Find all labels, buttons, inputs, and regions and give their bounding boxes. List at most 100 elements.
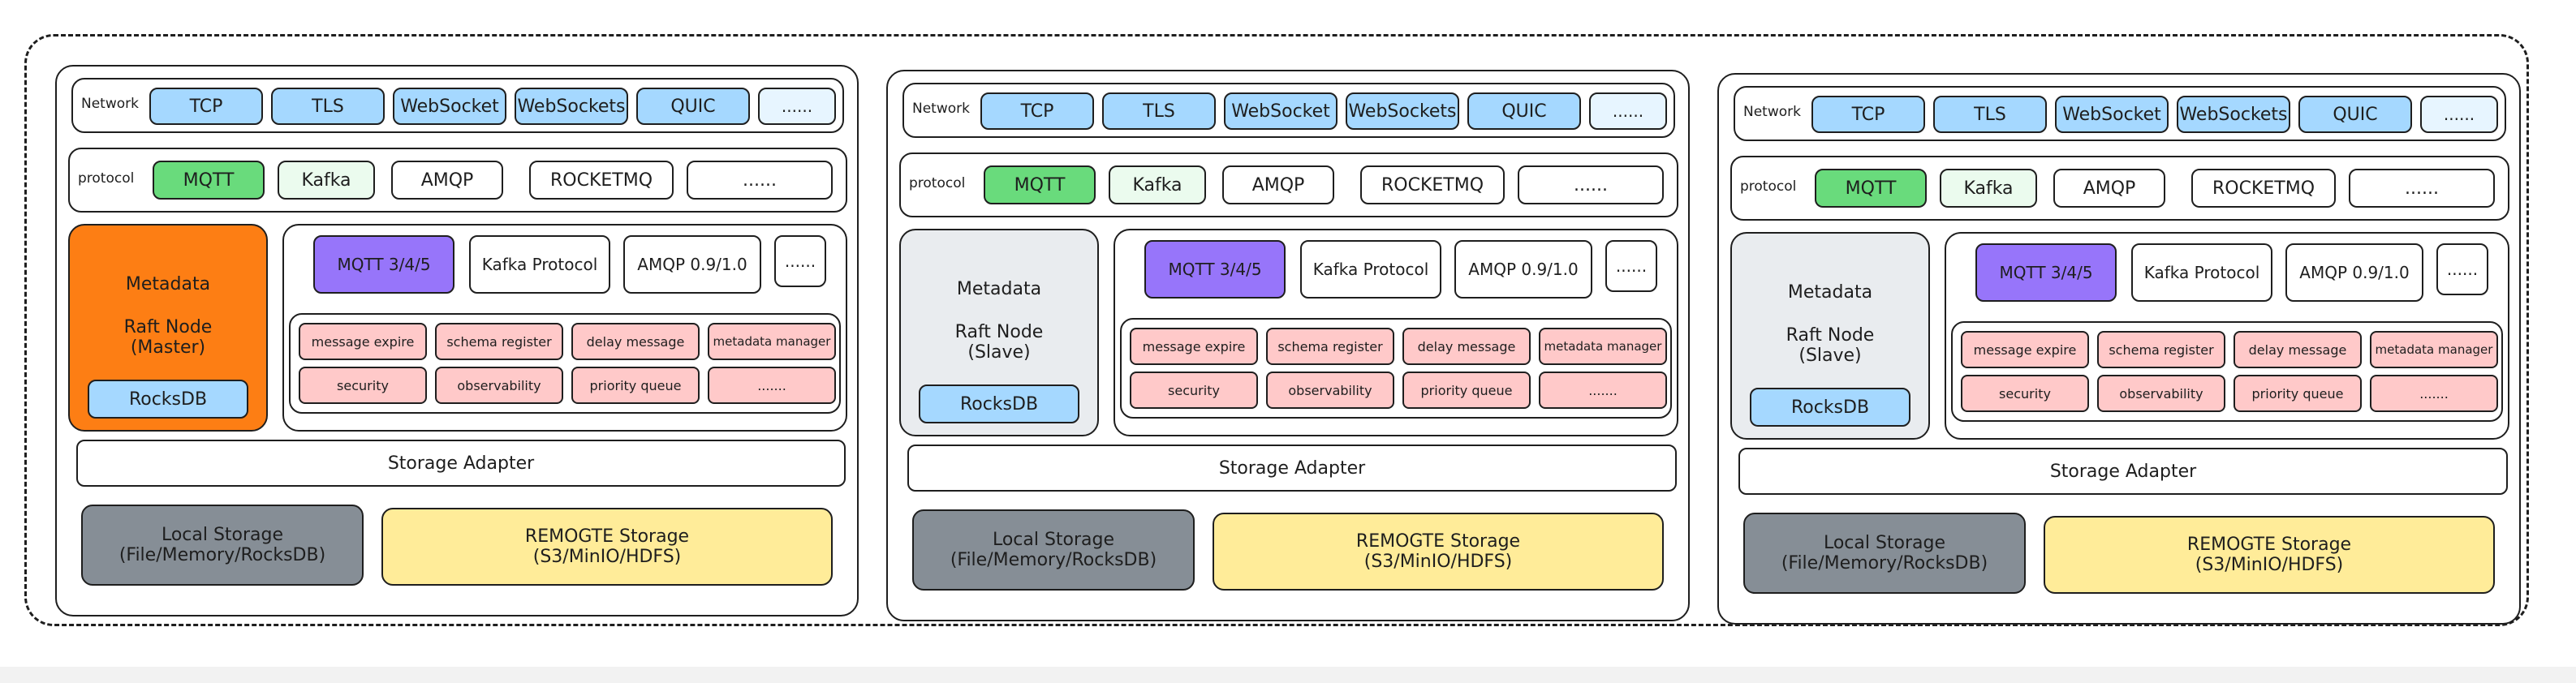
network-label: Network [912, 101, 970, 117]
feature-panel: message expire schema register delay mes… [1951, 321, 2503, 422]
network-more: ...... [758, 88, 836, 125]
broker-node-2: Network TCP TLS WebSocket WebSockets QUI… [886, 70, 1690, 621]
protocol-layer: protocol MQTT Kafka AMQP ROCKETMQ ...... [68, 148, 847, 213]
network-quic: QUIC [1467, 92, 1581, 130]
impl-mqtt: MQTT 3/4/5 [1975, 243, 2117, 302]
metadata-node: Metadata Raft Node (Slave) RocksDB [899, 229, 1099, 436]
network-websocket: WebSocket [2055, 96, 2169, 133]
metadata-rocksdb: RocksDB [1750, 388, 1910, 427]
protocol-label: protocol [1740, 178, 1797, 195]
feature-schema-register: schema register [1266, 328, 1394, 365]
feature-priority-queue: priority queue [571, 367, 700, 404]
network-quic: QUIC [636, 88, 750, 125]
protocol-more: ...... [1518, 165, 1664, 204]
network-quic: QUIC [2298, 96, 2412, 133]
storage-adapter: Storage Adapter [1738, 448, 2508, 495]
local-storage-title: Local Storage [161, 525, 284, 545]
feature-message-expire: message expire [1961, 331, 2089, 368]
impl-more: ...... [774, 235, 826, 287]
metadata-node: Metadata Raft Node (Master) RocksDB [68, 224, 268, 432]
metadata-raft: Raft Node [123, 317, 213, 337]
protocol-impl-panel: MQTT 3/4/5 Kafka Protocol AMQP 0.9/1.0 .… [1945, 232, 2509, 440]
feature-delay-message: delay message [571, 323, 700, 360]
metadata-rocksdb: RocksDB [88, 380, 248, 419]
impl-amqp: AMQP 0.9/1.0 [1454, 240, 1592, 299]
protocol-impl-panel: MQTT 3/4/5 Kafka Protocol AMQP 0.9/1.0 .… [282, 224, 847, 432]
feature-panel: message expire schema register delay mes… [289, 313, 841, 414]
network-tcp: TCP [149, 88, 263, 125]
network-layer: Network TCP TLS WebSocket WebSockets QUI… [1734, 86, 2506, 141]
cluster-boundary [24, 34, 2529, 626]
feature-message-expire: message expire [299, 323, 427, 360]
remote-storage-title: REMOGTE Storage [1355, 531, 1521, 552]
network-websockets: WebSockets [2177, 96, 2290, 133]
impl-more: ...... [2436, 243, 2488, 295]
network-tls: TLS [1102, 92, 1216, 130]
metadata-node: Metadata Raft Node (Slave) RocksDB [1730, 232, 1930, 440]
remote-storage-detail: (S3/MinIO/HDFS) [1363, 552, 1513, 572]
network-websockets: WebSockets [1346, 92, 1459, 130]
protocol-amqp: AMQP [2053, 169, 2165, 208]
local-storage-detail: (File/Memory/RocksDB) [1781, 553, 1988, 573]
feature-panel: message expire schema register delay mes… [1120, 318, 1672, 419]
feature-observability: observability [1266, 372, 1394, 409]
impl-amqp: AMQP 0.9/1.0 [2285, 243, 2423, 302]
network-label: Network [81, 96, 139, 112]
impl-mqtt: MQTT 3/4/5 [313, 235, 454, 294]
feature-security: security [1961, 375, 2089, 412]
feature-security: security [1130, 372, 1258, 409]
metadata-role: (Slave) [1798, 346, 1862, 366]
protocol-label: protocol [909, 175, 966, 191]
remote-storage: REMOGTE Storage (S3/MinIO/HDFS) [1213, 513, 1664, 591]
feature-more: ....... [2370, 375, 2498, 412]
metadata-title: Metadata [956, 279, 1042, 299]
local-storage-detail: (File/Memory/RocksDB) [118, 545, 326, 565]
impl-kafka: Kafka Protocol [469, 235, 610, 294]
protocol-rocketmq: ROCKETMQ [2191, 169, 2336, 208]
feature-metadata-manager: metadata manager [708, 323, 836, 360]
protocol-mqtt: MQTT [1815, 169, 1927, 208]
feature-more: ....... [1539, 372, 1667, 409]
protocol-rocketmq: ROCKETMQ [529, 161, 674, 200]
protocol-kafka: Kafka [1109, 165, 1206, 204]
protocol-label: protocol [78, 170, 135, 187]
feature-delay-message: delay message [2234, 331, 2362, 368]
feature-metadata-manager: metadata manager [2370, 331, 2498, 368]
remote-storage-title: REMOGTE Storage [2186, 535, 2352, 555]
network-tcp: TCP [980, 92, 1094, 130]
protocol-mqtt: MQTT [153, 161, 265, 200]
feature-security: security [299, 367, 427, 404]
feature-priority-queue: priority queue [2234, 375, 2362, 412]
metadata-raft: Raft Node [1786, 325, 1875, 346]
metadata-title: Metadata [1787, 282, 1873, 303]
broker-node-1: Network TCP TLS WebSocket WebSockets QUI… [55, 65, 859, 616]
local-storage-title: Local Storage [1823, 533, 1946, 553]
remote-storage: REMOGTE Storage (S3/MinIO/HDFS) [381, 508, 833, 586]
feature-observability: observability [2097, 375, 2225, 412]
local-storage: Local Storage (File/Memory/RocksDB) [912, 509, 1195, 591]
impl-more: ...... [1605, 240, 1657, 292]
protocol-amqp: AMQP [391, 161, 503, 200]
metadata-role: (Slave) [967, 342, 1031, 363]
protocol-more: ...... [687, 161, 833, 200]
network-label: Network [1743, 104, 1801, 120]
impl-kafka: Kafka Protocol [2131, 243, 2272, 302]
storage-adapter: Storage Adapter [76, 440, 846, 487]
network-layer: Network TCP TLS WebSocket WebSockets QUI… [902, 83, 1675, 138]
feature-schema-register: schema register [2097, 331, 2225, 368]
metadata-title: Metadata [125, 274, 211, 294]
protocol-amqp: AMQP [1222, 165, 1334, 204]
network-tcp: TCP [1811, 96, 1925, 133]
protocol-kafka: Kafka [1940, 169, 2037, 208]
local-storage: Local Storage (File/Memory/RocksDB) [1743, 513, 2026, 594]
remote-storage-detail: (S3/MinIO/HDFS) [2195, 555, 2344, 575]
metadata-rocksdb: RocksDB [919, 384, 1079, 423]
remote-storage: REMOGTE Storage (S3/MinIO/HDFS) [2044, 516, 2495, 594]
network-more: ...... [2420, 96, 2498, 133]
network-layer: Network TCP TLS WebSocket WebSockets QUI… [71, 78, 844, 133]
protocol-impl-panel: MQTT 3/4/5 Kafka Protocol AMQP 0.9/1.0 .… [1114, 229, 1678, 436]
feature-schema-register: schema register [435, 323, 563, 360]
network-websockets: WebSockets [515, 88, 628, 125]
protocol-kafka: Kafka [278, 161, 375, 200]
